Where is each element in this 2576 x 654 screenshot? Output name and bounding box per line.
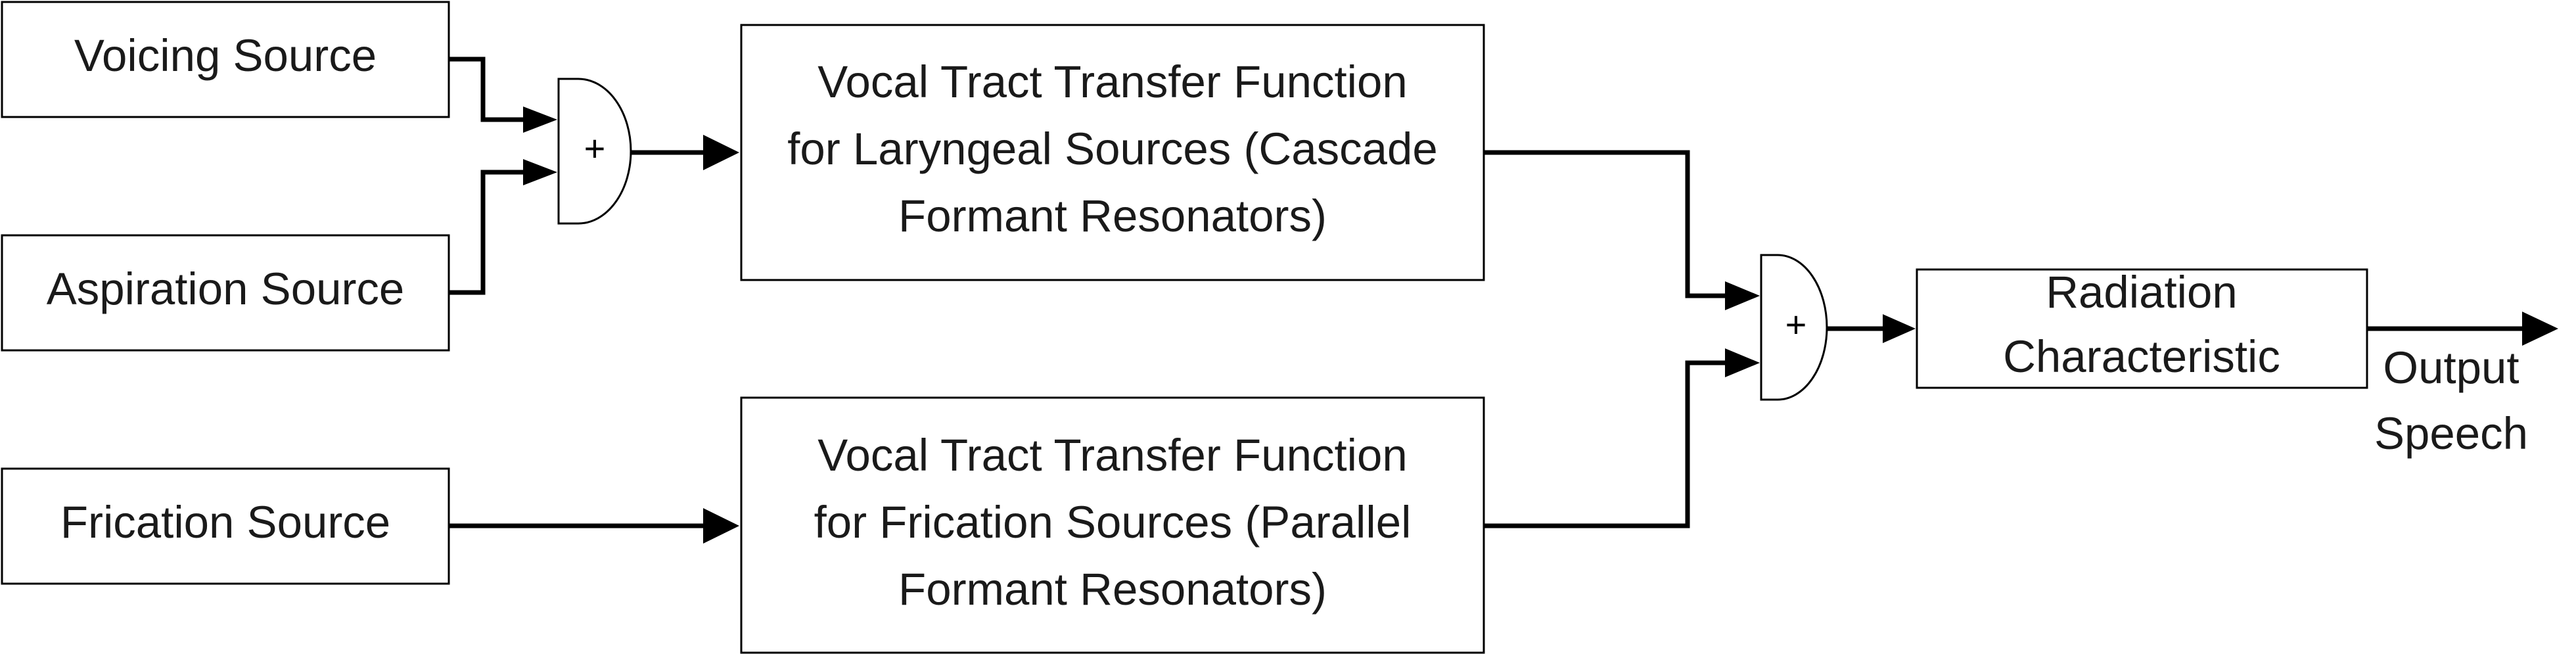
- frication-source-label: Frication Source: [60, 497, 390, 548]
- frication-source-block: Frication Source: [1, 467, 450, 585]
- output-line2: Speech: [2374, 408, 2528, 459]
- frication-filter-block: Vocal Tract Transfer Function for Fricat…: [740, 396, 1485, 654]
- laryngeal-filter-line3: Formant Resonators): [898, 191, 1327, 241]
- laryngeal-filter-box: [740, 24, 1485, 281]
- frication-source-box: [1, 467, 450, 585]
- upper-summing-junction: +: [557, 78, 632, 225]
- laryngeal-filter-block: Vocal Tract Transfer Function for Laryng…: [740, 24, 1485, 281]
- frication-filter-line2: for Frication Sources (Parallel: [814, 497, 1412, 548]
- aspiration-source-box: [1, 234, 450, 352]
- upper-adder-shape: [557, 78, 632, 225]
- radiation-arrowhead: [1883, 314, 1916, 343]
- frication-filter-arrowhead: [703, 508, 739, 544]
- lower-adder-plus: +: [1785, 304, 1807, 345]
- voicing-source-label: Voicing Source: [74, 30, 377, 81]
- frication-filter-line3: Formant Resonators): [898, 564, 1327, 615]
- lower-adder-bottom-arrowhead: [1725, 348, 1760, 377]
- laryngeal-filter-arrowhead: [703, 135, 739, 170]
- voicing-to-adder-wire: [449, 57, 526, 122]
- output-line1: Output: [2383, 342, 2519, 393]
- lower-adder-shape: [1760, 254, 1828, 401]
- radiation-line2: Characteristic: [2003, 331, 2280, 382]
- lower-adder-top-arrowhead: [1725, 281, 1760, 310]
- laryngeal-filter-line2: for Laryngeal Sources (Cascade: [787, 124, 1438, 174]
- laryngeal-filter-to-adder-wire: [1484, 150, 1728, 298]
- lower-summing-junction: +: [1760, 254, 1828, 401]
- voicing-source-block: Voicing Source: [1, 1, 450, 118]
- frication-filter-box: [740, 396, 1485, 654]
- voicing-source-box: [1, 1, 450, 118]
- aspiration-source-block: Aspiration Source: [1, 234, 450, 352]
- radiation-line1: Radiation: [2046, 267, 2238, 317]
- aspiration-source-label: Aspiration Source: [47, 264, 405, 314]
- output-speech-label: Output Speech: [2374, 342, 2528, 459]
- aspiration-arrowhead: [523, 159, 557, 185]
- output-arrowhead: [2522, 312, 2558, 346]
- aspiration-to-adder-wire: [449, 170, 526, 295]
- radiation-characteristic-block: Radiation Characteristic: [1916, 267, 2368, 389]
- frication-filter-to-adder-wire: [1484, 360, 1728, 528]
- voicing-arrowhead: [523, 106, 557, 133]
- laryngeal-filter-line1: Vocal Tract Transfer Function: [817, 57, 1407, 107]
- frication-filter-line1: Vocal Tract Transfer Function: [817, 430, 1407, 480]
- upper-adder-plus: +: [584, 128, 606, 169]
